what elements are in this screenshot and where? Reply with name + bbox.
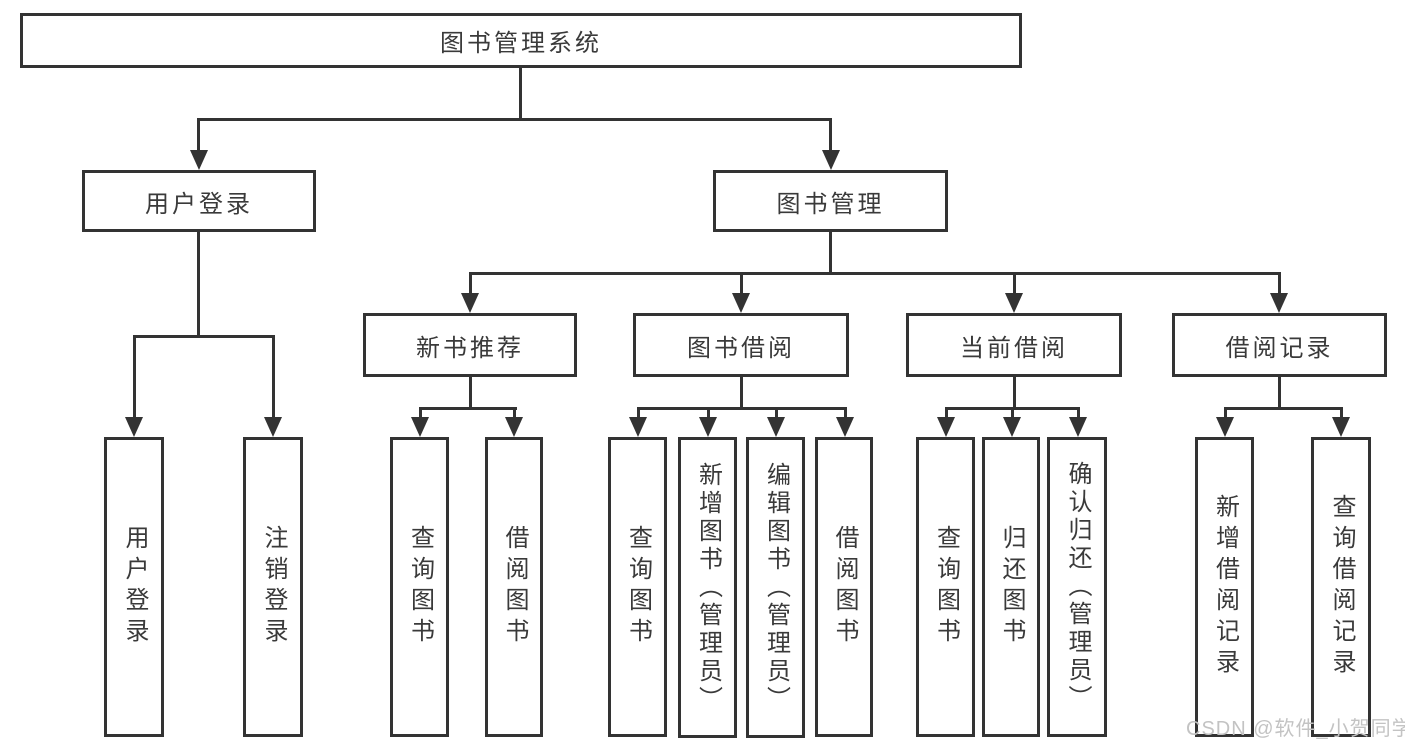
leaf-return-book-label: 归还图书 xyxy=(998,525,1025,649)
leaf-query-borrow-record: 查询借阅记录 xyxy=(1311,437,1371,737)
arrow-down-icon xyxy=(1332,417,1350,437)
leaf-logout-login: 注销登录 xyxy=(243,437,303,737)
leaf-return-book: 归还图书 xyxy=(982,437,1040,737)
arrow-down-icon xyxy=(767,417,785,437)
connector-borrow-record-horizontal xyxy=(1224,407,1342,410)
connector-stub-book-borrow xyxy=(740,272,743,294)
connector-book-mgmt-vertical xyxy=(829,232,832,275)
arrow-down-icon xyxy=(1216,417,1234,437)
connector-stub-leaf xyxy=(707,407,710,418)
leaf-query-borrow-record-label: 查询借阅记录 xyxy=(1328,494,1355,680)
leaf-add-book-admin: 新增图书（管理员） xyxy=(678,437,737,738)
leaf-borrow-book-1: 借阅图书 xyxy=(485,437,543,737)
node-user-login-label: 用户登录 xyxy=(145,190,253,218)
arrow-down-icon xyxy=(699,417,717,437)
arrow-down-icon xyxy=(190,150,208,170)
connector-stub-leaf xyxy=(1340,407,1343,418)
arrow-down-icon xyxy=(836,417,854,437)
connector-stub-leaf xyxy=(637,407,640,418)
connector-stub-leaf-logout xyxy=(272,335,275,418)
connector-stub-user-login xyxy=(197,118,200,151)
connector-stub-book-mgmt xyxy=(829,118,832,151)
connector-current-borrow-vertical xyxy=(1013,377,1016,410)
node-book-borrow: 图书借阅 xyxy=(633,313,849,377)
connector-stub-leaf xyxy=(844,407,847,418)
node-book-borrow-label: 图书借阅 xyxy=(687,334,795,362)
arrow-down-icon xyxy=(629,417,647,437)
leaf-borrow-book-2: 借阅图书 xyxy=(815,437,873,737)
leaf-query-book-3: 查询图书 xyxy=(916,437,975,737)
leaf-user-login: 用户登录 xyxy=(104,437,164,737)
watermark: CSDN @软件_小贺同学 xyxy=(1186,718,1405,740)
connector-stub-new-book-rec xyxy=(469,272,472,294)
connector-stub-leaf xyxy=(513,407,516,418)
connector-stub-leaf-user-login xyxy=(133,335,136,418)
arrow-down-icon xyxy=(1005,293,1023,313)
connector-book-borrow-vertical xyxy=(740,377,743,410)
connector-stub-borrow-record xyxy=(1278,272,1281,294)
node-root-label: 图书管理系统 xyxy=(440,30,602,57)
connector-user-login-horizontal xyxy=(133,335,275,338)
node-borrow-record-label: 借阅记录 xyxy=(1225,334,1334,362)
leaf-confirm-return-admin-label: 确认归还（管理员） xyxy=(1064,461,1091,713)
arrow-down-icon xyxy=(937,417,955,437)
connector-book-mgmt-horizontal xyxy=(469,272,1281,275)
arrow-down-icon xyxy=(1270,293,1288,313)
connector-borrow-record-vertical xyxy=(1278,377,1281,410)
arrow-down-icon xyxy=(461,293,479,313)
connector-stub-leaf xyxy=(1011,407,1014,418)
arrow-down-icon xyxy=(822,150,840,170)
node-current-borrow-label: 当前借阅 xyxy=(960,334,1068,362)
arrow-down-icon xyxy=(411,417,429,437)
leaf-edit-book-admin: 编辑图书（管理员） xyxy=(746,437,805,738)
arrow-down-icon xyxy=(1003,417,1021,437)
node-book-mgmt-label: 图书管理 xyxy=(776,190,885,218)
connector-stub-leaf xyxy=(1224,407,1227,418)
connector-user-login-vertical xyxy=(197,232,200,338)
leaf-borrow-book-1-label: 借阅图书 xyxy=(501,525,528,649)
leaf-query-book-2: 查询图书 xyxy=(608,437,667,737)
leaf-query-book-1: 查询图书 xyxy=(390,437,449,737)
leaf-query-book-3-label: 查询图书 xyxy=(932,525,960,649)
connector-stub-leaf xyxy=(945,407,948,418)
leaf-query-book-1-label: 查询图书 xyxy=(406,525,434,649)
connector-stub-leaf xyxy=(775,407,778,418)
node-new-book-rec-label: 新书推荐 xyxy=(416,334,524,362)
leaf-confirm-return-admin: 确认归还（管理员） xyxy=(1047,437,1107,737)
leaf-query-book-2-label: 查询图书 xyxy=(624,525,652,649)
node-root: 图书管理系统 xyxy=(20,13,1022,68)
leaf-add-borrow-record-label: 新增借阅记录 xyxy=(1211,494,1239,680)
connector-stub-current-borrow xyxy=(1013,272,1016,294)
connector-root-horizontal xyxy=(197,118,832,121)
connector-book-borrow-horizontal xyxy=(637,407,846,410)
arrow-down-icon xyxy=(264,417,282,437)
arrow-down-icon xyxy=(1069,417,1087,437)
connector-stub-leaf xyxy=(419,407,422,418)
connector-root-vertical xyxy=(519,68,522,121)
node-current-borrow: 当前借阅 xyxy=(906,313,1122,377)
connector-stub-leaf xyxy=(1077,407,1080,418)
leaf-borrow-book-2-label: 借阅图书 xyxy=(831,525,858,649)
leaf-add-book-admin-label: 新增图书（管理员） xyxy=(694,461,722,714)
arrow-down-icon xyxy=(125,417,143,437)
node-user-login: 用户登录 xyxy=(82,170,316,232)
connector-new-book-rec-horizontal xyxy=(419,407,517,410)
connector-new-book-rec-vertical xyxy=(469,377,472,410)
leaf-user-login-label: 用户登录 xyxy=(121,525,148,649)
arrow-down-icon xyxy=(505,417,523,437)
node-new-book-rec: 新书推荐 xyxy=(363,313,577,377)
node-book-mgmt: 图书管理 xyxy=(713,170,948,232)
node-borrow-record: 借阅记录 xyxy=(1172,313,1387,377)
arrow-down-icon xyxy=(732,293,750,313)
leaf-add-borrow-record: 新增借阅记录 xyxy=(1195,437,1254,737)
leaf-logout-login-label: 注销登录 xyxy=(260,525,287,649)
leaf-edit-book-admin-label: 编辑图书（管理员） xyxy=(762,461,790,714)
